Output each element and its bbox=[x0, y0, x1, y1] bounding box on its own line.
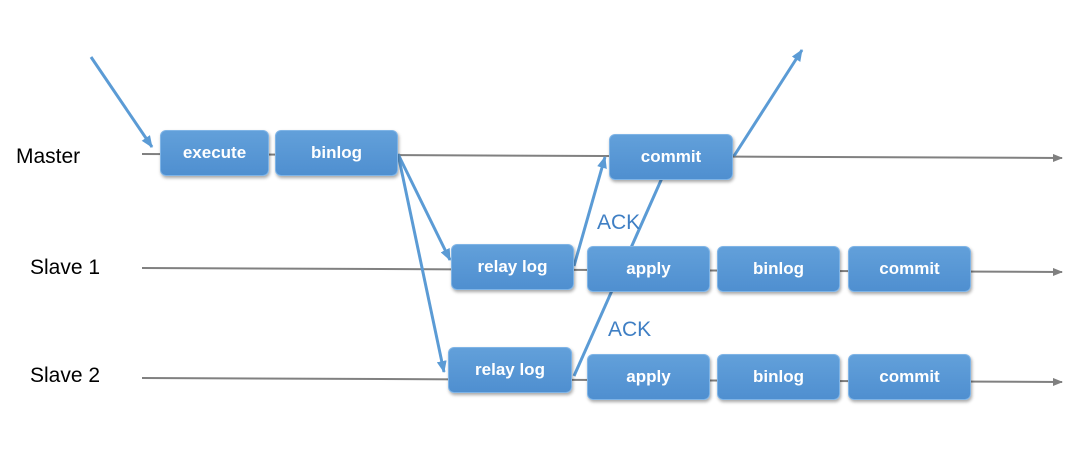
lane-label-slave2: Slave 2 bbox=[30, 364, 101, 387]
slave2-relay-log-step: relay log bbox=[448, 347, 572, 393]
response-arrow bbox=[732, 49, 804, 157]
lane-label-master: Master bbox=[16, 145, 81, 168]
slave2-apply-step: apply bbox=[587, 354, 710, 400]
ack-label-slave1: ACK bbox=[597, 211, 641, 234]
binlog-to-slave1-arrow bbox=[396, 153, 452, 261]
master-execute-step: execute bbox=[160, 130, 269, 176]
ack-slave1-arrow bbox=[572, 156, 607, 267]
master-binlog-step: binlog bbox=[275, 130, 398, 176]
request-arrow bbox=[89, 56, 154, 148]
master-commit-step: commit bbox=[609, 134, 733, 180]
slave1-commit-step: commit bbox=[848, 246, 971, 292]
slave1-apply-step: apply bbox=[587, 246, 710, 292]
slave1-binlog-step: binlog bbox=[717, 246, 840, 292]
lane-label-slave1: Slave 1 bbox=[30, 256, 101, 279]
binlog-to-slave2-arrow bbox=[396, 153, 447, 373]
slave2-commit-step: commit bbox=[848, 354, 971, 400]
slave2-binlog-step: binlog bbox=[717, 354, 840, 400]
slave1-relay-log-step: relay log bbox=[451, 244, 574, 290]
ack-label-slave2: ACK bbox=[608, 318, 652, 341]
